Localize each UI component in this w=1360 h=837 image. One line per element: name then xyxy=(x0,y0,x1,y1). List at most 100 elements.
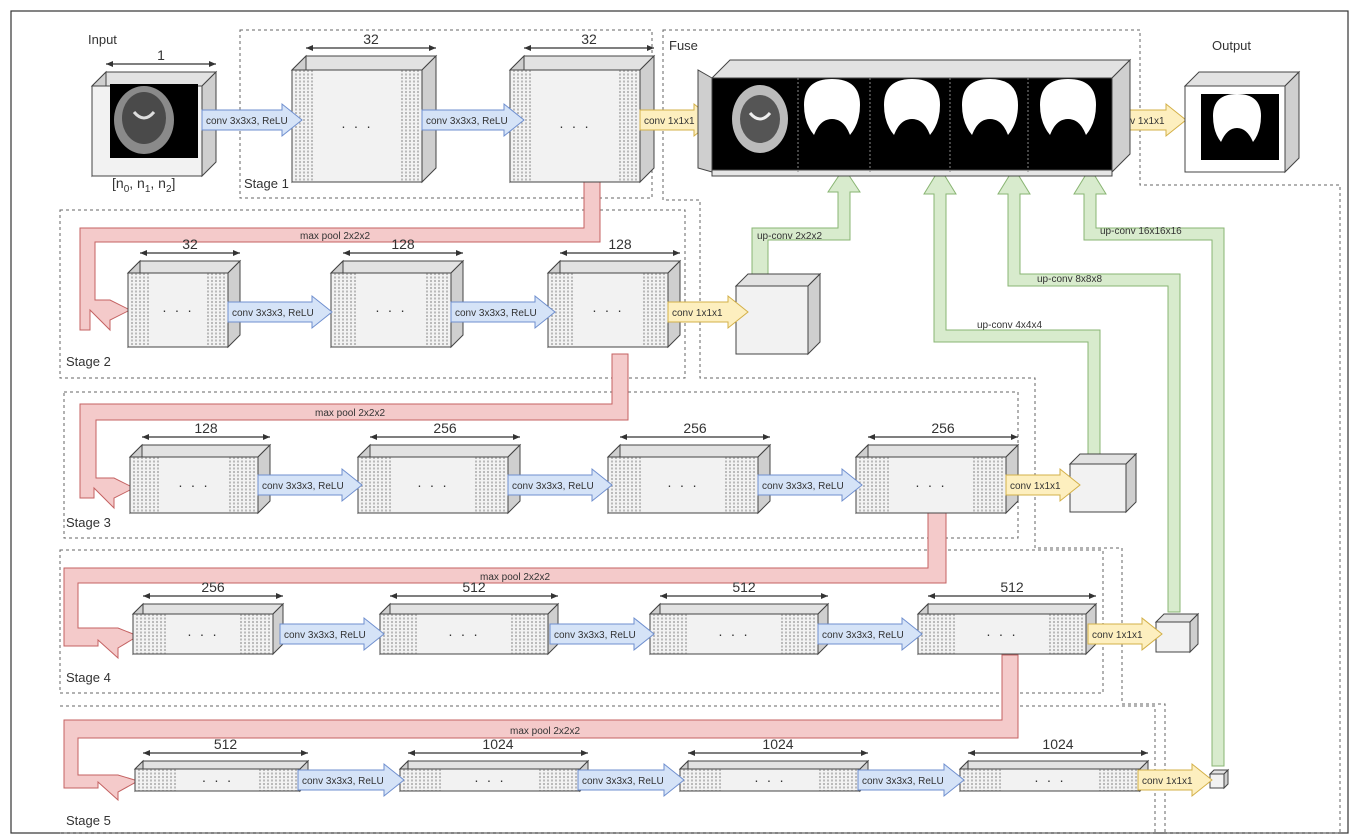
input-dim-label: [n0, n1, n2] xyxy=(112,175,175,195)
fuse-left xyxy=(698,70,712,172)
block-s5b-dim-arrow-l xyxy=(408,750,415,756)
block-s1b-dots: · · · xyxy=(559,118,591,134)
block-s2b-dim-arrow-l xyxy=(343,250,350,256)
block-s2c-dim-arrow-r xyxy=(673,250,680,256)
input-mri xyxy=(110,84,198,158)
fuse-right xyxy=(1112,60,1130,172)
stage1-label: Stage 1 xyxy=(244,176,289,191)
conv3-arrow-s4b: conv 3x3x3, ReLU xyxy=(550,618,654,650)
conv3-arrow-s3c: conv 3x3x3, ReLU xyxy=(758,469,862,501)
conv3-arrow-s5a-label: conv 3x3x3, ReLU xyxy=(302,776,384,787)
block-s4a-dim-label: 256 xyxy=(201,579,225,595)
block-s1b-top xyxy=(510,56,654,70)
block-s3d-dim-arrow-l xyxy=(868,434,875,440)
conv3-arrow-s4c-label: conv 3x3x3, ReLU xyxy=(822,630,904,641)
cube-upconv-4-side xyxy=(1126,454,1136,512)
block-s5d-dots: · · · xyxy=(1034,772,1066,788)
conv1-arrow-s5-label: conv 1x1x1 xyxy=(1142,776,1193,787)
maxpool-label-3: max pool 2x2x2 xyxy=(480,572,550,583)
cube-upconv-4 xyxy=(1070,454,1136,512)
block-s5a-dim-arrow-l xyxy=(143,750,150,756)
conv1-arrow-s3-label: conv 1x1x1 xyxy=(1010,481,1061,492)
block-s4d-dim-label: 512 xyxy=(1000,579,1024,595)
block-s4a-dim-arrow-l xyxy=(143,593,150,599)
block-s4b-dim-arrow-r xyxy=(551,593,558,599)
conv3-arrow-s2b: conv 3x3x3, ReLU xyxy=(451,296,555,328)
block-s4a-top xyxy=(133,604,283,614)
stage5-label: Stage 5 xyxy=(66,813,111,828)
upconv-label-8: up-conv 8x8x8 xyxy=(1037,274,1102,285)
block-s1a-top xyxy=(292,56,436,70)
block-s1a-dots: · · · xyxy=(341,118,373,134)
block-s1b-dim-label: 32 xyxy=(581,31,597,47)
block-s5a-top xyxy=(135,761,308,769)
block-s3a-dim-label: 128 xyxy=(194,420,218,436)
block-s5d: · · ·1024 xyxy=(960,736,1148,791)
block-s1a-dim-arrow-l xyxy=(306,45,313,51)
block-s2c-top xyxy=(548,261,680,273)
block-s4b-dim-arrow-l xyxy=(390,593,397,599)
block-s3a-dim-arrow-r xyxy=(263,434,270,440)
block-s3d-dots: · · · xyxy=(915,477,947,493)
conv3-arrow-s5b-label: conv 3x3x3, ReLU xyxy=(582,776,664,787)
cube-upconv-8 xyxy=(1156,614,1198,652)
conv1-arrow-s1-label: conv 1x1x1 xyxy=(644,116,695,127)
block-s1a: · · ·32 xyxy=(292,31,436,182)
block-s5c: · · · 1024 xyxy=(680,736,868,791)
block-s2c-dim-arrow-l xyxy=(560,250,567,256)
block-s4c-dots: · · · xyxy=(718,626,750,642)
block-s2b-top xyxy=(331,261,463,273)
output-block xyxy=(1185,72,1299,172)
block-s4c-dim-arrow-l xyxy=(660,593,667,599)
block-s4d-dim-arrow-r xyxy=(1089,593,1096,599)
block-s3c: · · ·256 xyxy=(608,420,770,513)
maxpool-label-1: max pool 2x2x2 xyxy=(300,231,370,242)
block-s3b: · · ·256 xyxy=(358,420,520,513)
stage2-label: Stage 2 xyxy=(66,354,111,369)
block-s1b: · · · 32 xyxy=(510,31,654,182)
upconv-path-2 xyxy=(752,168,860,274)
block-s5b-dim-arrow-r xyxy=(581,750,588,756)
block-s4d: · · · 512 xyxy=(918,579,1096,654)
conv3-arrow-s3b: conv 3x3x3, ReLU xyxy=(508,469,612,501)
block-s5c-top xyxy=(680,761,868,769)
block-s2a: · · ·32 xyxy=(128,236,240,347)
block-s5a-dim-label: 512 xyxy=(214,736,238,752)
block-s2a-dim-arrow-r xyxy=(233,250,240,256)
block-input-top xyxy=(92,72,216,86)
conv3-arrow-s2b-label: conv 3x3x3, ReLU xyxy=(455,308,537,319)
block-s5b: · · ·1024 xyxy=(400,736,588,791)
block-s4d-dots: · · · xyxy=(986,626,1018,642)
cube-upconv-16 xyxy=(1210,770,1228,788)
maxpool-label-4: max pool 2x2x2 xyxy=(510,726,580,737)
conv3-arrow-input: conv 3x3x3, ReLU xyxy=(202,104,302,136)
conv3-arrow-s3a-label: conv 3x3x3, ReLU xyxy=(262,481,344,492)
conv3-arrow-s3b-label: conv 3x3x3, ReLU xyxy=(512,481,594,492)
cube-upconv-2-side xyxy=(808,274,820,354)
conv3-arrow-s4a: conv 3x3x3, ReLU xyxy=(280,618,384,650)
conv3-arrow-s5c: conv 3x3x3, ReLU xyxy=(858,764,964,796)
block-s5c-dots: · · · xyxy=(754,772,786,788)
block-s3c-top xyxy=(608,445,770,457)
block-s2b-dim-label: 128 xyxy=(391,236,415,252)
fuse-bottom-edge xyxy=(712,170,1112,176)
block-s5c-dim-label: 1024 xyxy=(762,736,793,752)
fuse-block xyxy=(698,60,1130,176)
block-s3b-dim-arrow-l xyxy=(370,434,377,440)
block-s5b-dots: · · · xyxy=(474,772,506,788)
block-s3a-dots: · · · xyxy=(178,477,210,493)
cube-upconv-2-top xyxy=(736,274,820,286)
block-s4d-dim-arrow-l xyxy=(928,593,935,599)
block-s3b-dim-arrow-r xyxy=(513,434,520,440)
fuse-label: Fuse xyxy=(669,38,698,53)
block-s4c-top xyxy=(650,604,828,614)
block-s4c-dim-label: 512 xyxy=(732,579,756,595)
conv3-arrow-s5b: conv 3x3x3, ReLU xyxy=(578,764,684,796)
block-s3b-dots: · · · xyxy=(417,477,449,493)
conv1-arrow-s5: conv 1x1x1 xyxy=(1138,764,1212,796)
conv1-arrow-s4-label: conv 1x1x1 xyxy=(1092,630,1143,641)
conv3-arrow-s4c: conv 3x3x3, ReLU xyxy=(818,618,922,650)
block-s3a: · · · 128 xyxy=(130,420,270,513)
conv3-arrow-s2a: conv 3x3x3, ReLU xyxy=(228,296,332,328)
